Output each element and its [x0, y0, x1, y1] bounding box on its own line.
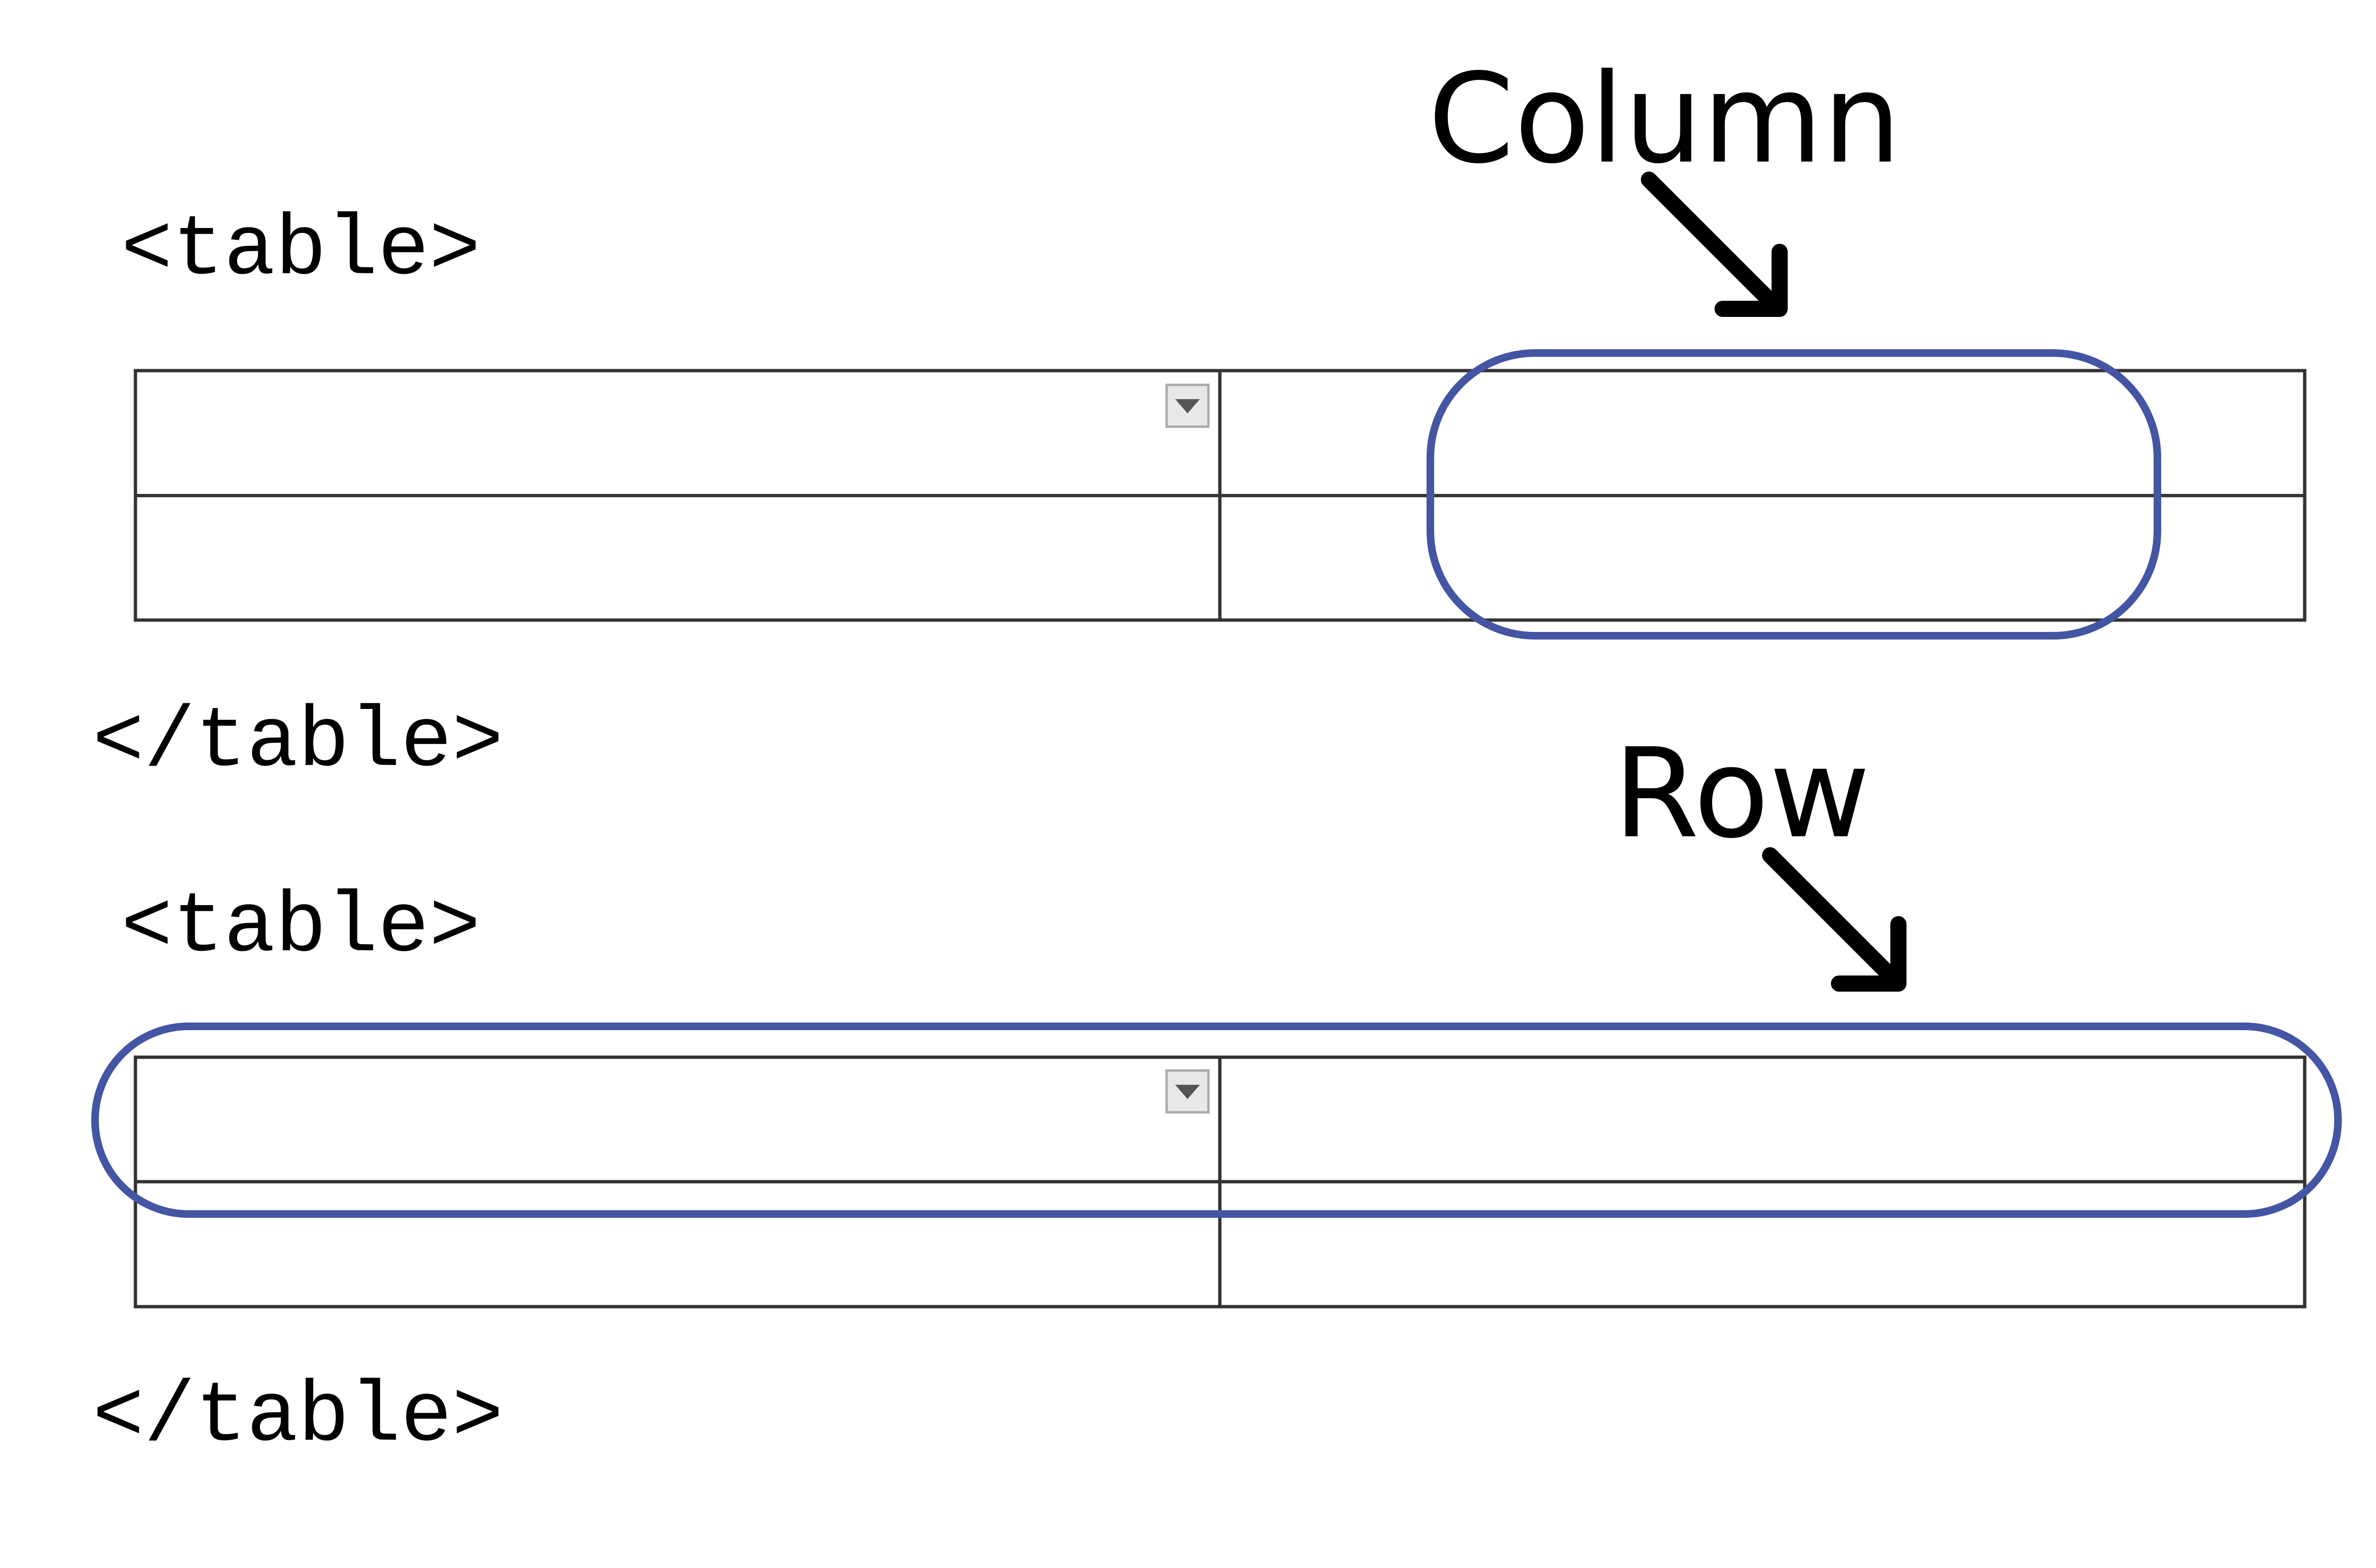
table-2 [134, 1055, 2307, 1309]
row-label: Row [1613, 722, 1870, 866]
table-1 [134, 369, 2307, 622]
table-2-open-tag: <table> [121, 880, 480, 976]
column-arrow-icon [1641, 172, 1788, 317]
table-2-close-tag: </table> [93, 1369, 503, 1466]
table-1-open-tag: <table> [121, 202, 480, 299]
table-1-close-tag: </table> [93, 694, 503, 791]
column-highlight [1427, 349, 2161, 640]
table-2-dropdown-icon[interactable] [1165, 1069, 1210, 1114]
table-1-dropdown-icon[interactable] [1165, 383, 1210, 428]
row-highlight [91, 1023, 2342, 1218]
row-arrow-icon [1762, 847, 1907, 992]
column-label: Column [1428, 48, 1901, 191]
